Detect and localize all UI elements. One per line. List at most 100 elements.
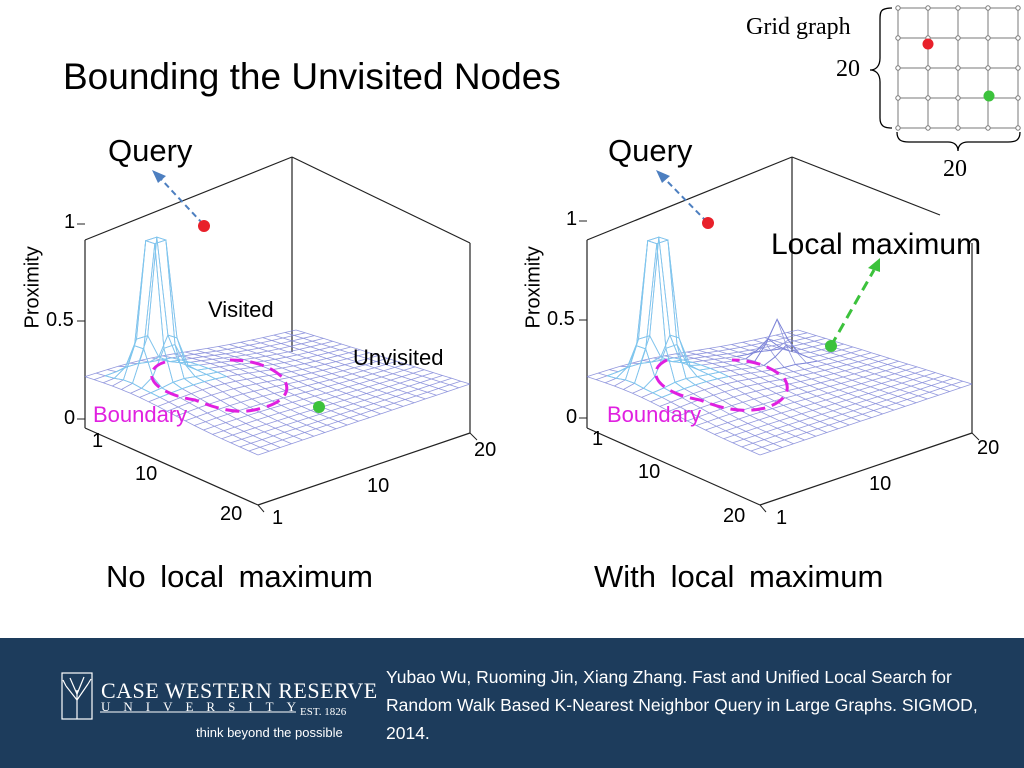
surface-mesh-line xyxy=(797,329,973,385)
surface-mesh-line xyxy=(659,352,872,407)
logo-name-line1: CASE WESTERN RESERVE xyxy=(101,678,378,703)
surface-mesh-line xyxy=(229,344,404,407)
surface-mesh-line xyxy=(586,376,761,456)
surface-mesh-line xyxy=(295,329,471,385)
left-visited-label: Visited xyxy=(208,297,274,322)
surface-mesh-line xyxy=(284,332,459,389)
left-row-tick-10: 10 xyxy=(135,463,158,485)
logo-est: EST. 1826 xyxy=(300,706,347,718)
left-query-arrow xyxy=(159,177,204,225)
surface-mesh-line xyxy=(741,377,954,448)
surface-mesh-line xyxy=(166,355,379,412)
right-col-tick-20: 20 xyxy=(977,437,1000,459)
local-max-arrow xyxy=(829,269,876,347)
surface-mesh-line xyxy=(750,380,963,452)
left-z-tick-0: 0 xyxy=(64,407,76,429)
local-max-arrow-head xyxy=(868,258,880,272)
local-peak-line xyxy=(773,360,818,371)
left-boundary-curve xyxy=(150,358,289,413)
surface-mesh-line xyxy=(723,372,936,440)
surface-mesh-line xyxy=(732,375,945,444)
surface-mesh-line xyxy=(775,334,950,392)
right-boundary-label: Boundary xyxy=(607,402,702,427)
surface-peak-line xyxy=(160,359,216,380)
surface-mesh-line xyxy=(175,358,388,417)
surface-peak-line xyxy=(628,240,685,390)
surface-mesh-line xyxy=(239,377,452,448)
right-z-tick-0.5: 0.5 xyxy=(547,308,575,330)
left-query-label: Query xyxy=(108,133,193,168)
right-query-label: Query xyxy=(608,133,693,168)
right-y-axis-label: Proximity xyxy=(522,246,545,329)
left-col-tick-10: 10 xyxy=(367,475,390,497)
surface-peak-line xyxy=(105,375,161,398)
surface-mesh-line xyxy=(194,363,407,426)
surface-peak-line xyxy=(149,334,205,382)
surface-mesh-line xyxy=(184,351,359,422)
left-unvisited-label: Unvisited xyxy=(353,345,444,370)
surface-mesh-line xyxy=(668,355,881,412)
left-col-tick-1: 1 xyxy=(272,507,284,529)
surface-mesh-line xyxy=(203,366,416,431)
surface-mesh-line xyxy=(84,329,297,377)
right-z-tick-0: 0 xyxy=(566,406,578,428)
right-col-tick-1: 1 xyxy=(776,507,788,529)
surface-peak-line xyxy=(607,375,663,398)
surface-mesh-line xyxy=(731,318,906,407)
surface-mesh-line xyxy=(709,348,883,415)
surface-peak-line xyxy=(651,334,707,382)
surface-mesh-line xyxy=(586,329,799,377)
right-row-tick-1: 1 xyxy=(592,428,604,450)
left-z-tick-0.5: 0.5 xyxy=(46,309,74,331)
left-caption: No local maximum xyxy=(106,559,373,594)
surface-mesh-line xyxy=(157,352,370,407)
inset-rows-label: 20 xyxy=(836,56,860,82)
surface-mesh-line xyxy=(686,351,861,422)
inset-label: Grid graph xyxy=(746,14,851,40)
surface-peak-line xyxy=(126,240,183,390)
surface-mesh-line xyxy=(697,349,872,418)
surface-mesh-line xyxy=(221,372,434,440)
surface-mesh-line xyxy=(687,360,899,422)
surface-mesh-line xyxy=(185,360,397,422)
surface-mesh-line xyxy=(262,337,437,396)
surface-mesh-line xyxy=(251,339,426,400)
right-caption: With local maximum xyxy=(594,559,884,594)
left-z-tick-1: 1 xyxy=(64,211,76,233)
surface-mesh-line xyxy=(759,383,973,456)
right-query-arrow-head xyxy=(656,170,670,183)
surface-mesh-line xyxy=(609,345,783,448)
surface-mesh-line xyxy=(786,332,961,389)
right-box-top-back xyxy=(586,156,793,241)
left-boundary-label: Boundary xyxy=(93,402,188,427)
right-row-tick-10: 10 xyxy=(638,461,661,483)
right-box-bottom-right xyxy=(759,432,973,506)
right-row-tick-20: 20 xyxy=(723,505,746,527)
surface-peak-line xyxy=(171,357,227,377)
surface-mesh-line xyxy=(195,349,370,418)
right-box-top-right xyxy=(791,156,941,216)
surface-mesh-line xyxy=(84,376,259,456)
logo-name-line2: UNIVERSITY xyxy=(101,699,309,714)
surface-mesh-line xyxy=(230,375,443,444)
surface-peak-line xyxy=(640,236,696,386)
left-query-node-dot xyxy=(198,220,210,232)
surface-mesh-line xyxy=(257,383,471,456)
surface-mesh-line xyxy=(240,341,415,404)
surface-mesh-line xyxy=(207,348,381,415)
surface-mesh-line xyxy=(714,369,927,435)
citation-text: Yubao Wu, Ruoming Jin, Xiang Zhang. Fast… xyxy=(386,667,978,743)
local-maximum-label: Local maximum xyxy=(771,228,982,261)
right-z-tick-1: 1 xyxy=(566,208,578,230)
left-query-arrow-head xyxy=(152,170,166,183)
surface-mesh-line xyxy=(173,353,348,426)
left-row-tick-20: 20 xyxy=(220,503,243,525)
slide-title: Bounding the Unvisited Nodes xyxy=(63,56,561,97)
right-query-node-dot xyxy=(702,217,714,229)
surface-mesh-line xyxy=(696,363,909,426)
left-unvisited-node-dot xyxy=(313,401,325,413)
left-row-tick-1: 1 xyxy=(92,430,104,452)
left-box-top-right xyxy=(291,156,471,244)
